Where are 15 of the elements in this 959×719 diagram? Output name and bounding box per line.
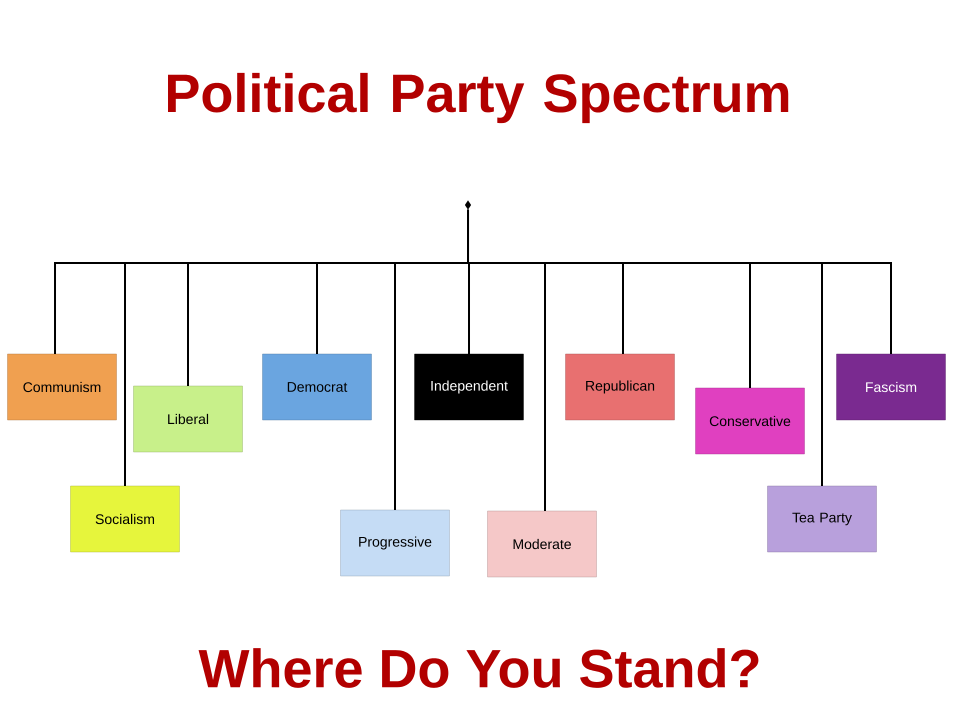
party-box: Fascism — [836, 354, 946, 420]
root-diamond — [464, 200, 472, 210]
party-box: Communism — [7, 354, 117, 420]
party-box: Socialism — [70, 486, 180, 552]
party-box: Tea Party — [767, 486, 877, 552]
connector-line — [467, 210, 892, 354]
party-box: Liberal — [133, 386, 243, 452]
party-box: Democrat — [262, 354, 372, 420]
caption: Where Do You Stand? — [198, 648, 758, 688]
party-box: Moderate — [487, 510, 597, 578]
party-box: Independent — [414, 354, 524, 420]
party-box: Republican — [565, 354, 675, 420]
title: Political Party Spectrum — [168, 72, 788, 124]
party-box: Progressive — [340, 510, 450, 576]
party-box: Conservative — [695, 388, 805, 454]
